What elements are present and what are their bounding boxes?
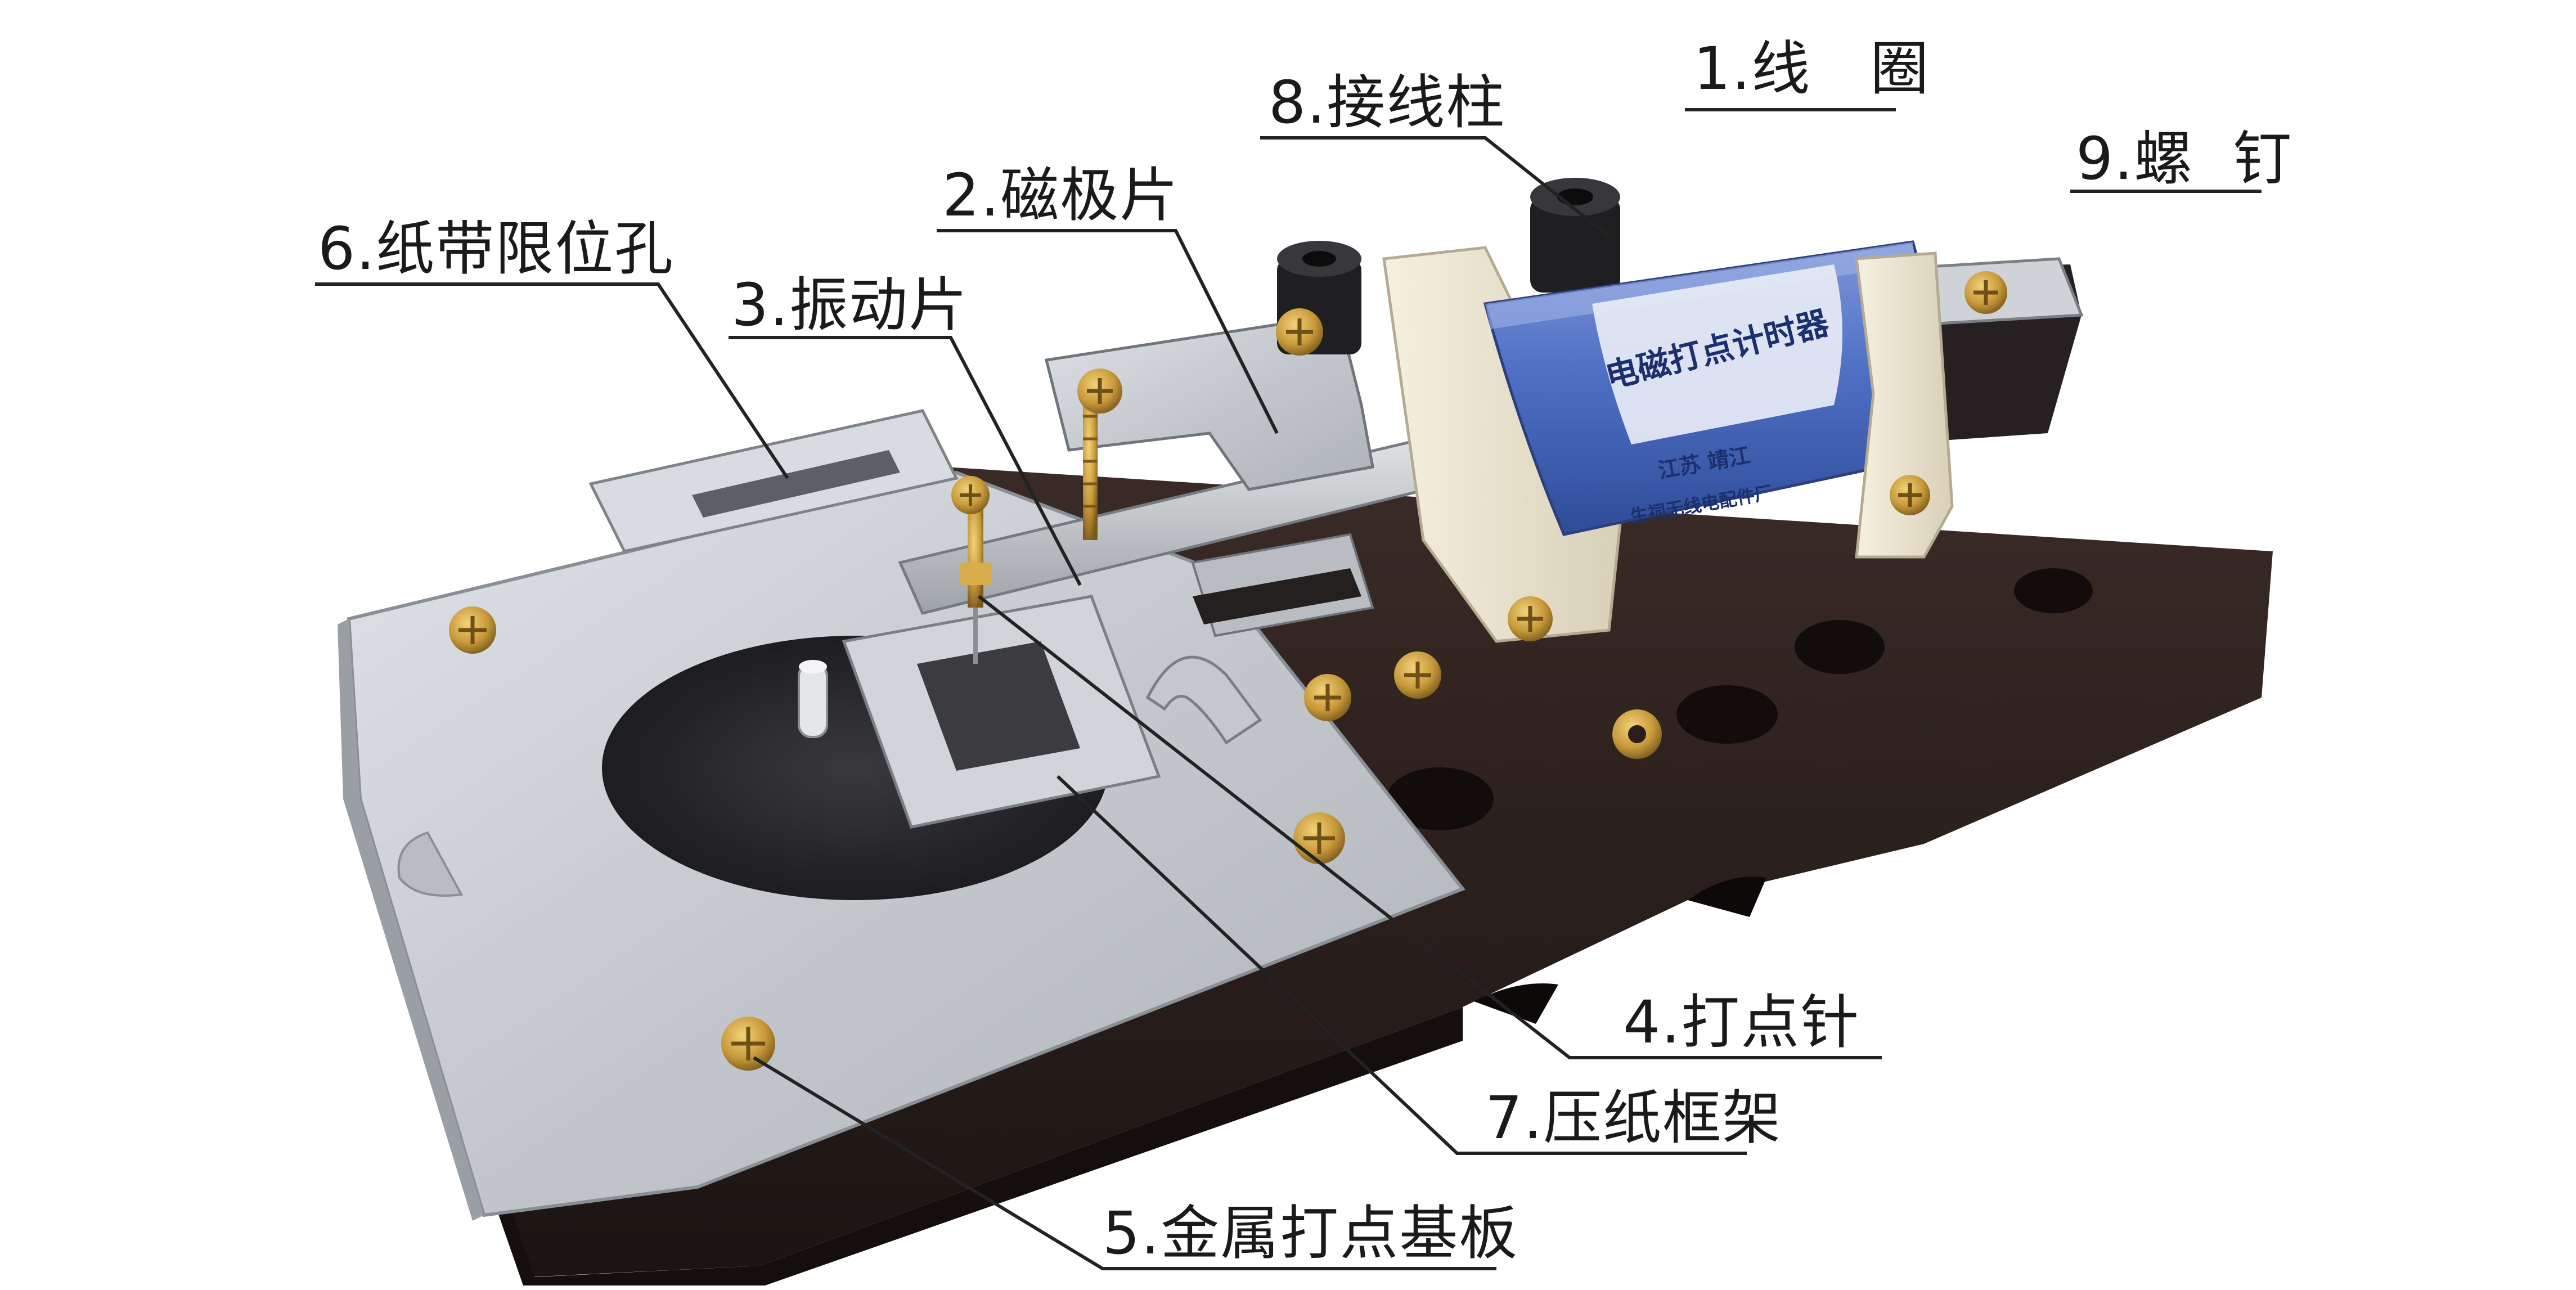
label-screw: 9.螺 钉 <box>2076 124 2293 193</box>
screw-icon <box>1508 596 1553 641</box>
screw-icon <box>1394 651 1441 699</box>
screw-icon <box>449 606 496 654</box>
leader-line-base <box>753 1056 1496 1270</box>
screw-icon <box>1304 674 1351 721</box>
leader-line-needle <box>978 595 1882 1059</box>
label-terminal: 8.接线柱 <box>1269 68 1506 137</box>
label-base-plate: 5.金属打点基板 <box>1103 1199 1519 1267</box>
leader-line-frame <box>1056 775 1747 1155</box>
paper-press-frame <box>842 595 1262 829</box>
label-vibrating-reed: 3.振动片 <box>731 271 969 339</box>
label-paper-frame: 7.压纸框架 <box>1485 1084 1782 1152</box>
screw-icon <box>721 1017 775 1071</box>
screw-icon <box>1077 368 1122 413</box>
brass-screws <box>449 271 2007 1071</box>
leader-lines <box>315 108 2262 1270</box>
screw-icon <box>951 476 990 514</box>
label-coil: 1.线 圈 <box>1693 34 1930 103</box>
screw-icon <box>1276 308 1323 356</box>
nut-icon <box>1612 709 1662 759</box>
label-needle: 4.打点针 <box>1623 988 1860 1057</box>
leader-line-terminal <box>1260 136 1610 238</box>
striking-needle <box>959 506 992 664</box>
leader-line-pole <box>937 229 1279 434</box>
screw-icon <box>1293 812 1345 864</box>
screw-icon <box>1890 475 1930 515</box>
label-tape-guide: 6.纸带限位孔 <box>318 214 675 283</box>
coil-assembly: 电磁打点计时器 江苏 靖江 生祠无线电配件厂 <box>1382 240 1954 643</box>
tape-guide-slot <box>588 409 959 553</box>
leader-line-tape <box>315 282 789 479</box>
magnetic-pole-piece <box>1044 313 1374 540</box>
leader-line-reed <box>729 336 1082 586</box>
label-magnetic-pole: 2.磁极片 <box>942 161 1180 230</box>
screw-icon <box>1964 271 2007 314</box>
